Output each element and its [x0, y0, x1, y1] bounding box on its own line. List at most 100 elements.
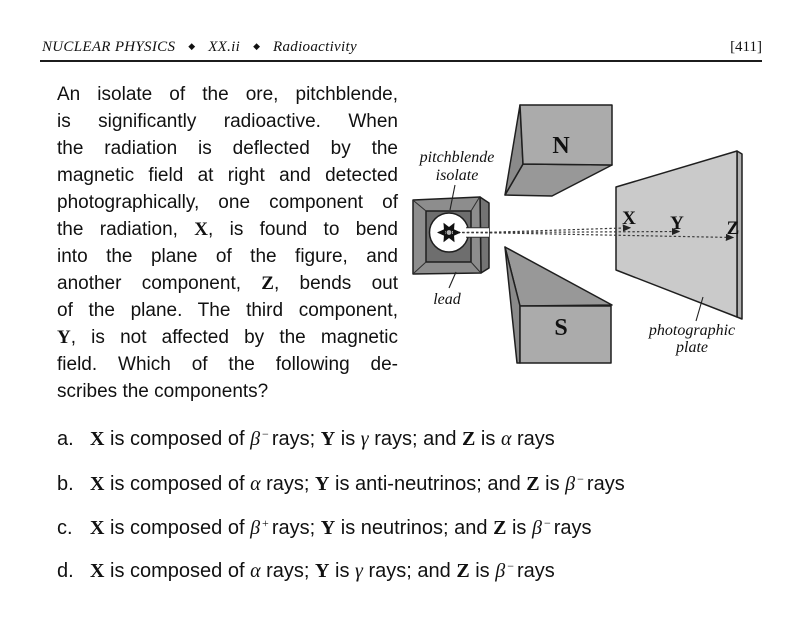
lead-pointer-line — [448, 271, 457, 289]
text-segment: is composed of — [104, 428, 251, 450]
beam-z — [452, 231, 735, 241]
text-segment: the radiation, — [57, 219, 195, 240]
text-segment: rays — [511, 428, 555, 450]
text-segment: is anti-neutrinos; and — [329, 473, 527, 495]
text-segment: is significantly radioactive. When — [57, 111, 398, 132]
magnet-north-label: N — [552, 133, 570, 159]
text-segment: γ — [355, 560, 363, 582]
question-line: into the plane of the figure, and — [57, 243, 398, 270]
beam-label-y: Y — [670, 213, 684, 234]
beam-label-x: X — [622, 208, 636, 229]
option-label: b. — [57, 473, 74, 495]
lead-shield-bevel-line — [413, 200, 427, 212]
text-segment: rays; and — [362, 560, 457, 582]
question-paragraph: An isolate of the ore, pitchblende, is si… — [57, 81, 398, 405]
text-segment: of the plane. The third component, — [57, 300, 398, 321]
text-segment: , bends out — [273, 273, 398, 294]
text-segment: − — [577, 472, 584, 486]
apparatus-diagram: N S pitchblende isolate lead photographi… — [412, 104, 743, 364]
text-segment: X — [194, 219, 208, 240]
pitchblende-label-line1: pitchblende — [419, 149, 495, 166]
text-segment: is — [475, 428, 501, 450]
question-line: is significantly radioactive. When — [57, 108, 398, 135]
text-segment: field. Which of the following de- — [57, 354, 398, 375]
emission-arrow-icon — [447, 222, 455, 232]
option-label: c. — [57, 517, 73, 539]
text-segment: Z — [493, 517, 507, 539]
text-segment: γ — [360, 428, 369, 450]
option-label: a. — [57, 428, 74, 450]
option-label: d. — [57, 560, 74, 582]
beam-label-z: Z — [727, 218, 740, 239]
pitchblende-label-line2: isolate — [436, 167, 479, 184]
text-segment: Y — [57, 327, 71, 348]
text-segment: + — [262, 516, 269, 530]
page-number: [411] — [730, 39, 762, 55]
text-segment: Z — [456, 560, 470, 582]
question-line: of the plane. The third component, — [57, 297, 398, 324]
text-segment: Y — [315, 473, 330, 495]
question-line: scribes the components? — [57, 378, 398, 405]
text-segment: An isolate of the ore, pitchblende, — [57, 84, 398, 105]
plate-label-line2: plate — [675, 339, 708, 356]
text-segment: rays — [586, 473, 625, 495]
option-text: X is composed of β+rays; Y is neutrinos;… — [90, 516, 592, 539]
option-text: X is composed of β−rays; Y is γ rays; an… — [90, 427, 555, 450]
text-segment: α — [500, 428, 512, 450]
text-segment: is — [539, 473, 566, 495]
photographic-plate-front — [615, 150, 738, 318]
text-segment: Y — [320, 517, 336, 539]
text-segment: β — [531, 517, 542, 539]
magnet-south-label: S — [554, 315, 567, 341]
text-segment: is — [469, 560, 496, 582]
emission-arrow-icon — [443, 233, 451, 243]
text-segment: β — [250, 428, 261, 450]
text-segment: rays; and — [368, 428, 463, 450]
text-segment: rays; — [260, 473, 316, 495]
question-line: the radiation, X, is found to bend — [57, 216, 398, 243]
option-row: a. X is composed of β−rays; Y is γ rays; … — [57, 421, 777, 452]
text-segment: − — [543, 516, 551, 530]
text-segment: is — [329, 560, 356, 582]
magnet-north-front-face — [519, 104, 613, 166]
text-segment: is composed of — [104, 473, 251, 495]
option-text: X is composed of α rays; Y is anti-neutr… — [90, 472, 625, 495]
magnet-south-top-face — [504, 246, 613, 307]
option-row: c. X is composed of β+rays; Y is neutrino… — [57, 510, 777, 541]
lead-label: lead — [433, 291, 462, 308]
text-segment: rays; — [271, 428, 321, 450]
header-topic: Radioactivity — [273, 39, 357, 55]
header-rule — [40, 60, 762, 62]
text-segment: Y — [320, 428, 336, 450]
question-line: another component, Z, bends out — [57, 270, 398, 297]
question-line: photographically, one component of — [57, 189, 398, 216]
text-segment: Z — [526, 473, 540, 495]
text-segment: rays; — [271, 517, 321, 539]
text-segment: another component, — [57, 273, 262, 294]
emission-arrow-icon — [447, 233, 455, 243]
text-segment: β — [565, 473, 576, 495]
header-section: XX.ii — [208, 39, 241, 55]
text-segment: the radiation is deflected by the — [57, 138, 398, 159]
radiation-source — [445, 228, 453, 237]
diamond-separator-icon: ◆ — [253, 41, 261, 51]
text-segment: X — [90, 560, 105, 582]
text-segment: is composed of — [104, 560, 251, 582]
text-segment: rays; — [260, 560, 316, 582]
text-segment: X — [90, 517, 105, 539]
text-segment: , is not affected by the magnetic — [70, 327, 398, 348]
emission-arrow-icon — [443, 222, 451, 232]
question-line: Y, is not affected by the magnetic — [57, 324, 398, 351]
text-segment: , is found to bend — [207, 219, 398, 240]
text-segment: is neutrinos; and — [335, 517, 494, 539]
text-segment: − — [507, 559, 514, 573]
text-segment: α — [250, 560, 261, 582]
text-segment: β — [250, 517, 261, 539]
text-segment: Y — [315, 560, 330, 582]
question-line: field. Which of the following de- — [57, 351, 398, 378]
text-segment: scribes the components? — [57, 381, 269, 402]
text-segment: is — [335, 428, 361, 450]
text-segment: X — [90, 473, 105, 495]
text-segment: Z — [261, 273, 274, 294]
page-header: NUCLEAR PHYSICS ◆ XX.ii ◆ Radioactivity … — [42, 39, 762, 56]
